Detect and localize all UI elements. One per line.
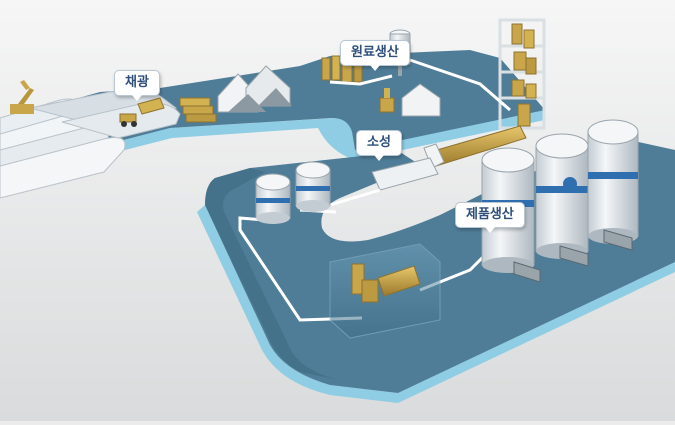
- upper-platform: [0, 50, 545, 172]
- label-product[interactable]: 제품생산: [455, 202, 525, 233]
- cement-mill: [329, 243, 441, 339]
- platform-channel: [205, 168, 340, 380]
- rotary-kiln: [371, 125, 527, 191]
- excavator: [10, 80, 34, 114]
- cement-silos-small: [255, 161, 331, 224]
- storage-sheds: [217, 65, 292, 113]
- preheater-tower: [498, 18, 546, 130]
- crusher: [179, 97, 217, 123]
- tanker-trucks: [513, 229, 633, 283]
- logo-emblem-icon: [563, 177, 577, 191]
- label-firing[interactable]: 소성: [356, 130, 402, 161]
- label-mining[interactable]: 채광: [114, 70, 160, 101]
- label-raw-material[interactable]: 원료생산: [340, 40, 410, 71]
- mining-trucks: [119, 97, 165, 127]
- preheater-building: [379, 83, 441, 117]
